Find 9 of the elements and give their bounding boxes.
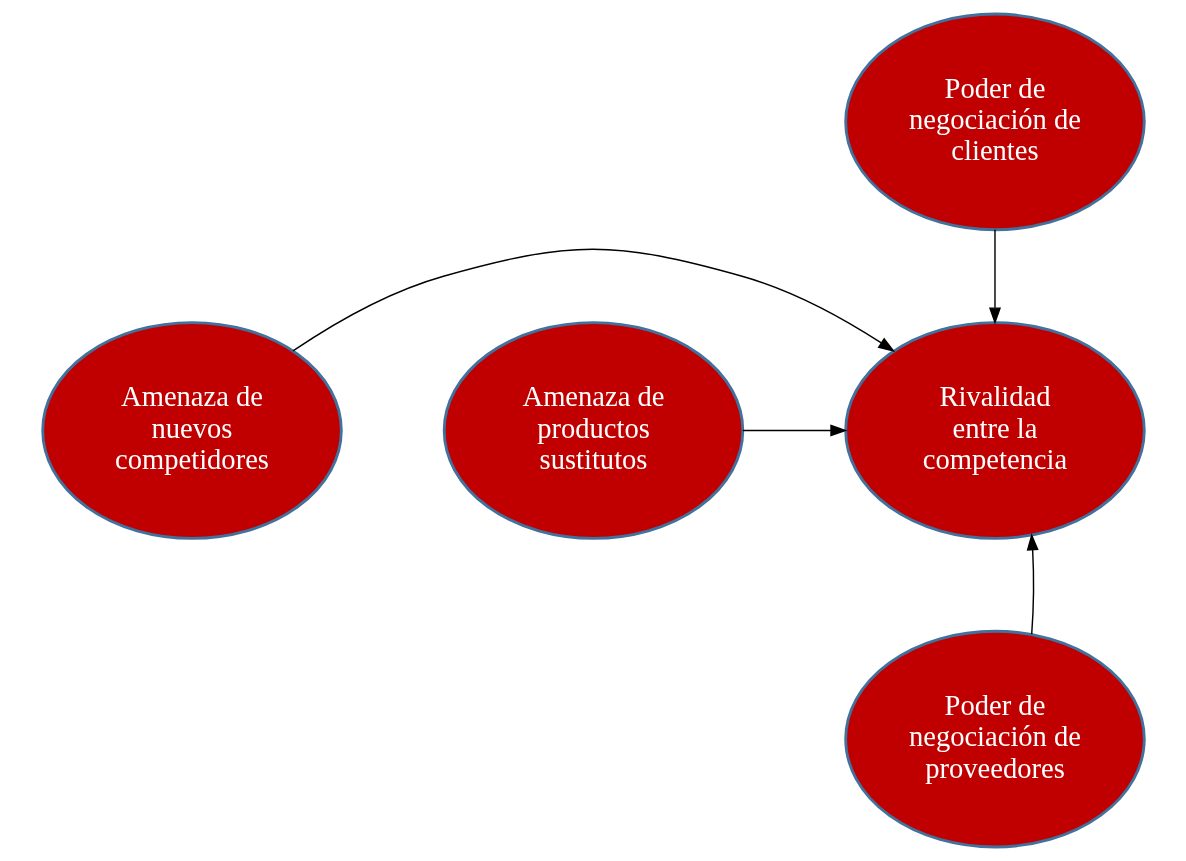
node-ellipse: Poder de negociación de proveedores bbox=[843, 629, 1146, 849]
arrow bbox=[988, 229, 1001, 325]
arrow bbox=[741, 424, 847, 437]
node-ellipse: Poder de negociación de clientes bbox=[843, 12, 1146, 232]
node-ellipse: Amenaza de productos sustitutos bbox=[442, 321, 744, 540]
arrow bbox=[1026, 533, 1039, 635]
node-ellipse: Rivalidad entre la competencia bbox=[843, 321, 1146, 540]
arrow bbox=[291, 248, 895, 353]
node-ellipse: Amenaza de nuevos competidores bbox=[40, 321, 343, 540]
